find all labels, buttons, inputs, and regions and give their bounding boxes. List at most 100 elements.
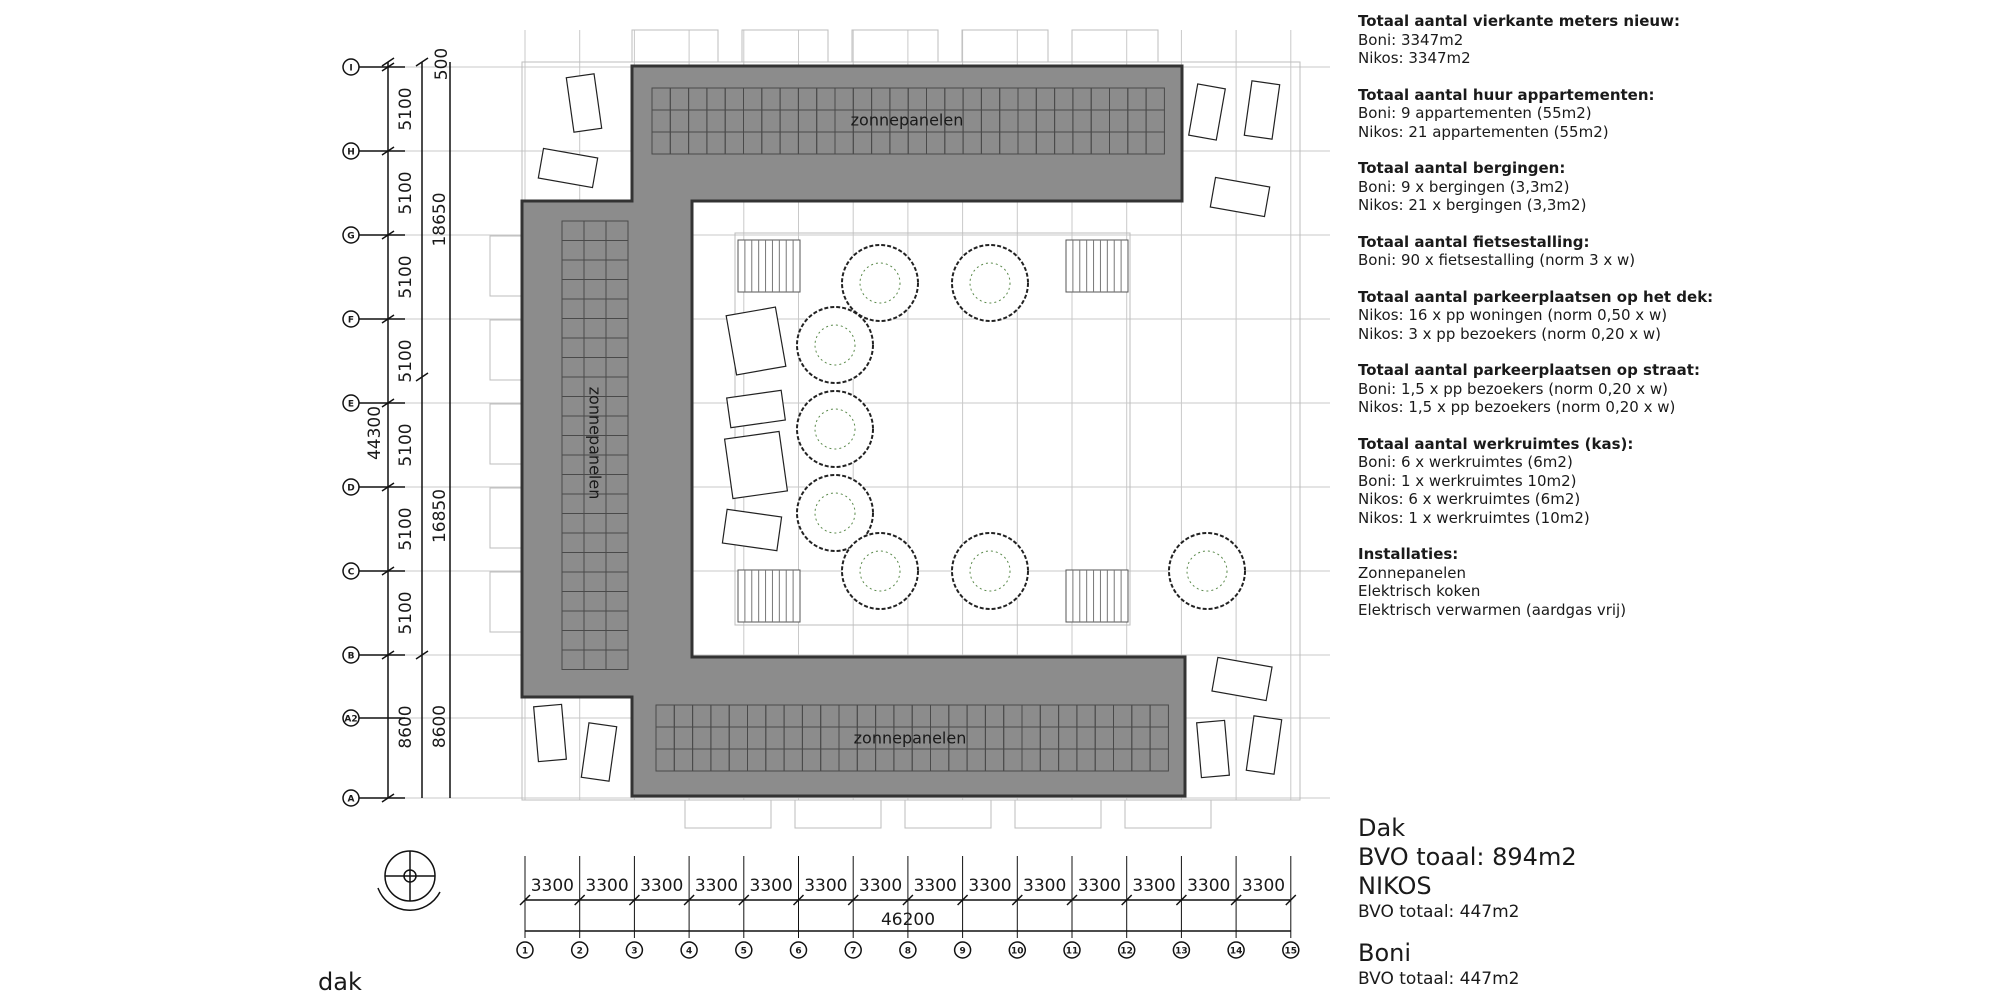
grid-col-label: 3: [631, 947, 637, 957]
balcony-left: [489, 403, 523, 465]
grid-row-label: E: [348, 400, 354, 410]
balcony-left: [489, 571, 523, 633]
courtyard-edge: [734, 232, 1131, 626]
dim-tick: [1230, 894, 1242, 906]
dim-label: 3300: [1078, 876, 1121, 896]
north-arrow-icon: [377, 850, 441, 911]
terrace-table: [1245, 715, 1283, 775]
dim-tick: [792, 894, 805, 906]
grid-col-label: 12: [1120, 947, 1133, 957]
bvo-total: BVO toaal: 894m2: [1358, 843, 1577, 871]
north-center: [403, 869, 417, 883]
note-title: Totaal aantal parkeerplaatsen op het dek…: [1358, 287, 1714, 306]
note-block: Totaal aantal werkruimtes (kas):Boni: 6 …: [1358, 435, 1978, 528]
grid-col-bubble: [1117, 941, 1136, 959]
grid-col-bubble: [625, 941, 644, 959]
note-title: Totaal aantal werkruimtes (kas):: [1358, 434, 1634, 453]
note-block: Totaal aantal vierkante meters nieuw:Bon…: [1358, 12, 1978, 68]
dim-label: 3300: [968, 876, 1011, 896]
grid-col-label: 13: [1175, 947, 1188, 957]
note-line: Nikos: 3347m2: [1358, 49, 1471, 67]
grid-row-bubble: [342, 789, 360, 807]
dim-tick: [415, 372, 429, 382]
dim-label: 5100: [396, 255, 416, 298]
tree-foliage: [814, 324, 856, 366]
dim-label: 3300: [1132, 876, 1175, 896]
grid-col-bubble: [789, 941, 808, 959]
tree-canopy: [1168, 532, 1246, 610]
note-line: Nikos: 6 x werkruimtes (6m2): [1358, 490, 1581, 508]
dim-tick: [628, 894, 640, 906]
grid-row-bubble: [342, 58, 360, 76]
courtyard-trees: [796, 244, 1246, 610]
grid-col-bubble: [1172, 941, 1191, 959]
balcony-top: [631, 29, 719, 63]
grid-row-bubble: [342, 709, 360, 727]
grid-row-bubble: [342, 562, 360, 580]
dim-tick: [902, 894, 914, 906]
grid-col-label: 9: [959, 947, 965, 957]
grid-row-bubble: [342, 226, 360, 244]
grid-row-bubble: [342, 478, 360, 496]
tree-foliage: [814, 492, 856, 534]
balcony-top: [851, 29, 939, 63]
note-line: Boni: 9 x bergingen (3,3m2): [1358, 177, 1570, 196]
note-line: Boni: 1 x werkruimtes 10m2): [1358, 471, 1577, 490]
note-line: Nikos: 1,5 x pp bezoekers (norm 0,20 x w…: [1358, 398, 1676, 416]
note-line: Boni: 9 appartementen (55m2): [1358, 104, 1592, 122]
dim-label: 3300: [914, 876, 957, 896]
grid-col-label: 15: [1285, 947, 1298, 957]
dim-label: 3300: [1187, 876, 1230, 896]
grid-row-label: C: [348, 568, 355, 578]
grid-row-label: H: [347, 148, 355, 158]
grid-row-label: F: [348, 316, 354, 326]
terrace-table: [721, 508, 783, 552]
tree-canopy: [951, 532, 1029, 610]
dim-label-total: 46200: [881, 910, 935, 930]
grid-col-label: 1: [522, 947, 528, 957]
grid-row-bubble: [342, 394, 360, 412]
note-title: Totaal aantal bergingen:: [1358, 159, 1566, 177]
dim-label: 8600: [396, 705, 416, 748]
terrace-table: [1209, 176, 1271, 218]
note-title: Installaties:: [1358, 545, 1459, 563]
dim-tick: [738, 894, 750, 906]
grid-col-label: 14: [1230, 947, 1243, 957]
dim-tick: [381, 57, 395, 67]
dim-label: 16850: [430, 489, 450, 543]
grid-col-bubble: [1227, 941, 1245, 959]
dim-tick: [415, 57, 429, 67]
tree-foliage: [1186, 550, 1228, 592]
dim-label: 5100: [396, 591, 416, 634]
grid-col-label: 4: [686, 947, 692, 957]
stair: [1065, 239, 1129, 293]
stair: [1065, 569, 1129, 623]
boni-name: Boni: [1358, 939, 1412, 967]
solar-panel: [1145, 131, 1165, 155]
dim-tick: [1011, 894, 1023, 906]
solar-label-left: zonnepanelen: [586, 387, 605, 500]
note-line: Zonnepanelen: [1358, 563, 1467, 582]
note-line: Boni: 3347m2: [1358, 30, 1464, 49]
dim-label: 3300: [1023, 876, 1066, 896]
terrace-table: [725, 306, 787, 376]
dim-tick: [415, 650, 429, 660]
roof-outline: [520, 64, 1187, 798]
stair: [737, 239, 801, 293]
grid-row-label: I: [349, 64, 352, 74]
grid-col-bubble: [1063, 941, 1081, 959]
note-block: Totaal aantal bergingen:Boni: 9 x bergin…: [1358, 159, 1978, 215]
terrace-table: [1243, 80, 1281, 140]
solar-label-top: zonnepanelen: [851, 111, 964, 130]
dim-label: 5100: [396, 423, 416, 466]
grid-col-bubble: [899, 941, 917, 959]
grid-col-label: 2: [577, 947, 583, 957]
project-notes: Totaal aantal vierkante meters nieuw:Bon…: [1358, 12, 1978, 637]
boni-bvo: BVO totaal: 447m2: [1358, 969, 1520, 989]
grid-row-bubble: [342, 310, 360, 328]
note-line: Boni: 1,5 x pp bezoekers (norm 0,20 x w): [1358, 379, 1668, 398]
area-summary: Dak BVO toaal: 894m2 NIKOS BVO totaal: 4…: [1358, 814, 1958, 990]
solar-panel: [605, 649, 629, 670]
